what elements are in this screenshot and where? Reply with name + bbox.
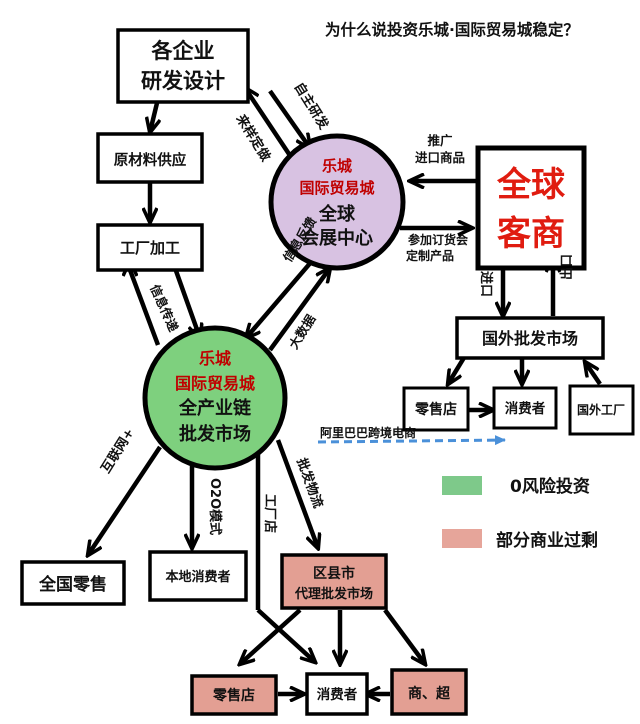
box-materials-label: 原材料供应 [114,151,187,169]
label-promote-2: 进口商品 [415,150,465,165]
box-retail-b-label: 零售店 [212,687,255,704]
circle-expo-line3: 全球 [318,203,356,225]
arrow-foreign-factory-to-wholesale [585,362,602,386]
box-retail-b: 零售店 [190,674,278,716]
arrow-market-to-expo [268,268,330,352]
box-county-agent-line1: 区县市 [313,565,355,582]
box-local-consumer-label: 本地消费者 [165,569,230,585]
box-global-merchants-line1: 全球 [496,165,566,205]
legend-swatch-zero-risk [442,476,482,495]
arrow-market-to-factory [127,269,161,346]
circle-market: 乐城 国际贸易城 全产业链 批发市场 [142,325,288,471]
box-rnd: 各企业 研发设计 [116,28,250,104]
label-internet-plus: 互联网+ [99,426,138,476]
box-national-retail: 全国零售 [20,560,126,606]
legend-swatch-surplus [442,529,482,548]
box-local-consumer: 本地消费者 [148,550,248,602]
legend-label-zero-risk: 0风险投资 [510,476,590,497]
box-retail-a: 零售店 [402,386,470,432]
arrows [88,88,602,694]
diagram-title: 为什么说投资乐城·国际贸易城稳定？ [325,20,579,39]
box-national-retail-label: 全国零售 [38,574,107,595]
legend: 0风险投资 部分商业过剩 [442,476,598,551]
box-materials: 原材料供应 [96,132,204,184]
circle-market-line3: 全产业链 [178,397,252,419]
circle-expo-line4: 会展中心 [301,227,373,249]
box-foreign-wholesale-label: 国外批发市场 [482,329,578,348]
label-export: 出口 [559,254,575,280]
box-supermarket: 商、超 [390,668,468,716]
arrow-expo-to-rnd [245,88,297,165]
arrow-county-to-retail-b [240,608,302,664]
circle-market-line2: 国际贸易城 [175,374,255,393]
circle-expo-line2: 国际贸易城 [299,179,374,197]
label-promote-1: 推广 [427,133,453,148]
box-rnd-line2: 研发设计 [141,69,225,93]
box-foreign-factory: 国外工厂 [568,384,635,436]
box-factory-label: 工厂加工 [120,239,180,257]
arrow-factory-store-to-consumer [256,608,315,662]
label-fair-1: 参加订货会 [408,232,469,247]
box-foreign-factory-label: 国外工厂 [577,402,625,417]
arrow-factory-to-market [172,267,200,338]
circle-market-line1: 乐城 [199,349,231,368]
arrow-alibaba-dashed [317,435,506,446]
box-foreign-wholesale: 国外批发市场 [455,316,605,360]
legend-label-surplus: 部分商业过剩 [496,530,598,551]
box-county-agent-line2: 代理批发市场 [294,586,373,602]
box-retail-a-label: 零售店 [414,401,457,418]
label-factory-store: 工厂店 [262,494,278,533]
box-supermarket-label: 商、超 [408,685,451,702]
box-factory: 工厂加工 [96,223,204,272]
label-alibaba: 阿里巴巴跨境电商 [320,425,416,440]
circle-expo-line1: 乐城 [322,157,352,175]
label-fair-2: 定制产品 [406,248,454,263]
arrow-rnd-to-expo [268,89,310,148]
box-county-agent: 区县市 代理批发市场 [280,553,388,610]
label-wholesale-logistics: 批发物流 [293,456,326,510]
arrow-wholesale-to-retail [448,354,467,384]
label-import: 进口 [478,271,493,297]
box-global-merchants-line2: 客商 [497,214,565,254]
circle-market-line4: 批发市场 [179,423,251,445]
arrow-county-to-supermarket [383,608,425,664]
box-consumer-a: 消费者 [492,386,558,430]
label-big-data: 大数据 [286,311,319,351]
circle-expo: 乐城 国际贸易城 全球 会展中心 [268,133,406,271]
label-self-rnd: 自主研发 [291,80,333,133]
box-rnd-line1: 各企业 [151,39,215,63]
box-global-merchants: 全球 客商 [475,145,587,271]
arrow-market-to-county [275,439,318,548]
label-o2o: O2O模式 [207,478,223,535]
arrow-market-to-national-retail [88,445,162,555]
arrow-rnd-to-materials [150,102,157,132]
box-consumer-b-label: 消费者 [317,686,358,703]
box-consumer-b: 消费者 [305,672,369,716]
box-consumer-a-label: 消费者 [505,400,546,417]
